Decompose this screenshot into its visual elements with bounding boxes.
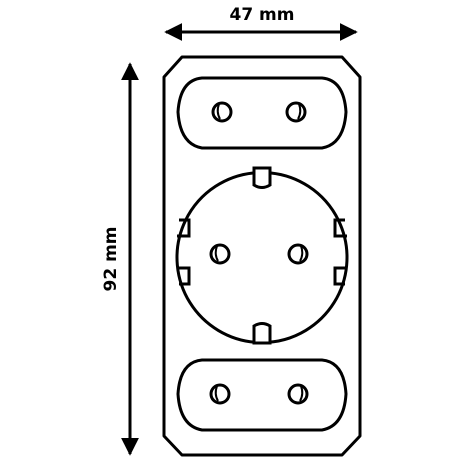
height-dimension-label: 92 mm: [101, 226, 121, 291]
schuko-socket-outline: [175, 171, 349, 345]
bottom-euro-socket: [176, 358, 348, 432]
schuko-side-notch-left-lower: [177, 266, 191, 286]
schuko-pin-hole-right: [287, 243, 309, 265]
schuko-side-notch-right-upper: [333, 218, 347, 238]
schuko-socket: [175, 166, 349, 345]
schuko-side-notch-left-upper: [177, 218, 191, 238]
bottom-euro-pin-hole-left: [209, 383, 231, 405]
width-label-bg: [222, 6, 302, 26]
bottom-euro-pin-hole-right: [287, 383, 309, 405]
top-euro-socket-outline: [176, 76, 348, 150]
schuko-pin-hole-left: [209, 243, 231, 265]
bottom-euro-socket-outline: [176, 358, 348, 432]
schuko-side-notch-right-lower: [333, 266, 347, 286]
width-dimension-label: 47 mm: [229, 5, 294, 25]
width-dimension: 47 mm: [164, 5, 358, 41]
height-dimension: 92 mm: [101, 62, 139, 456]
top-euro-pin-hole-right: [285, 101, 307, 123]
schuko-ground-clip-bottom: [252, 322, 272, 345]
top-euro-socket: [176, 76, 348, 150]
top-euro-pin-hole-left: [211, 101, 233, 123]
schuko-ground-clip-top: [252, 166, 272, 189]
